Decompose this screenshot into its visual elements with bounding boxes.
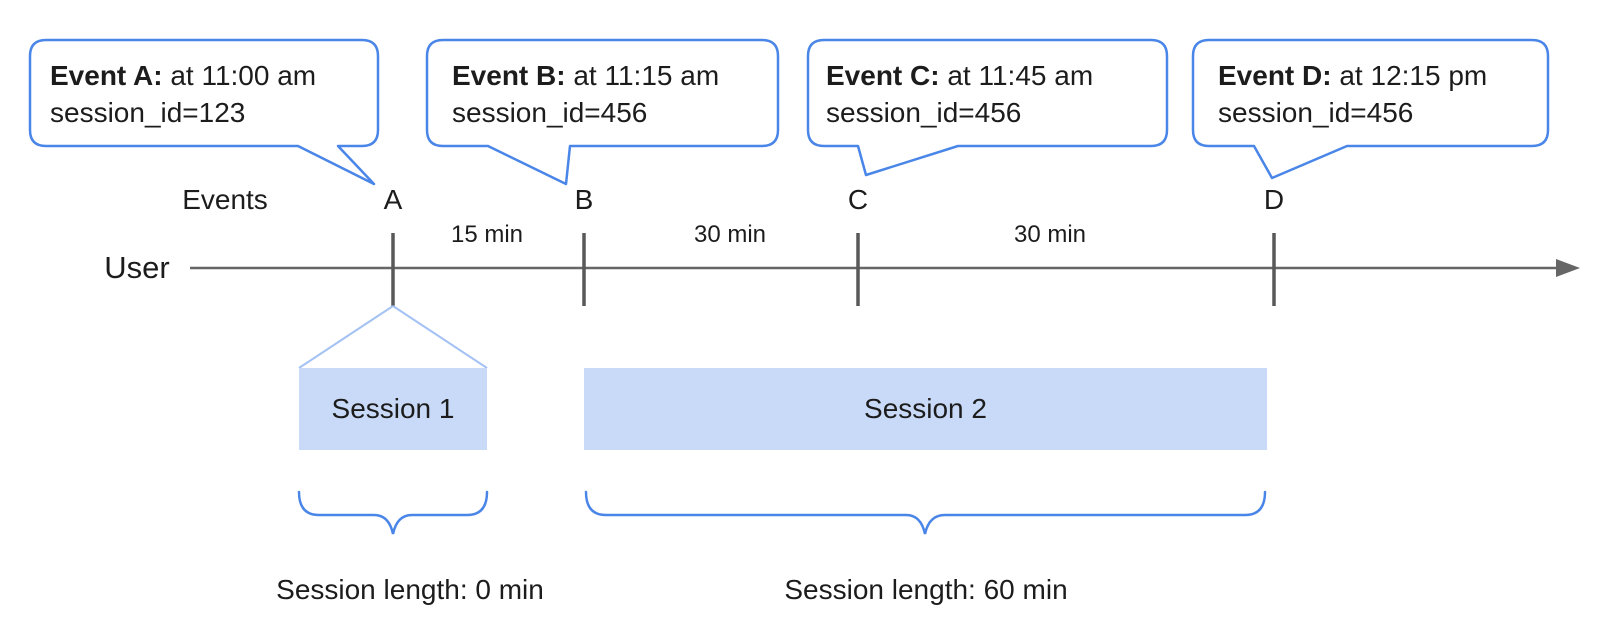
event-c-session-id: session_id=456 <box>826 97 1022 128</box>
session-2-brace <box>584 490 1267 535</box>
event-letter-d: D <box>1263 184 1285 215</box>
session-1-brace <box>297 490 489 535</box>
event-letter-a: A <box>383 184 403 215</box>
event-a-session-id: session_id=123 <box>50 97 246 128</box>
session-1-funnel-left-line <box>298 305 394 369</box>
event-d-title: Event D: <box>1218 60 1332 91</box>
event-a-callout-text: Event A: at 11:00 am session_id=123 <box>50 57 316 131</box>
session-2-length-label: Session length: 60 min <box>784 574 1068 605</box>
session-1-label: Session 1 <box>331 393 455 424</box>
event-a-time: at 11:00 am <box>170 60 317 91</box>
event-letter-c: C <box>847 184 869 215</box>
event-a-callout-bubble <box>28 38 380 186</box>
event-b-callout-line1: Event B: at 11:15 am <box>452 57 719 94</box>
event-a-callout-line1: Event A: at 11:00 am <box>50 57 316 94</box>
event-c-callout-bubble <box>806 38 1169 177</box>
event-b-callout-text: Event B: at 11:15 am session_id=456 <box>452 57 719 131</box>
event-d-callout-text: Event D: at 12:15 pm session_id=456 <box>1218 57 1487 131</box>
event-c-callout-line1: Event C: at 11:45 am <box>826 57 1093 94</box>
session-2-label: Session 2 <box>864 393 987 424</box>
event-b-title: Event B: <box>452 60 566 91</box>
session-1-box: Session 1 <box>299 368 487 450</box>
event-d-session-id: session_id=456 <box>1218 97 1414 128</box>
session-1-funnel-right-line <box>392 305 488 369</box>
event-a-title: Event A: <box>50 60 163 91</box>
event-c-callout-text: Event C: at 11:45 am session_id=456 <box>826 57 1093 131</box>
session-1-length-label: Session length: 0 min <box>276 574 544 605</box>
event-d-time: at 12:15 pm <box>1339 60 1488 91</box>
arrow-right-icon <box>1556 259 1580 277</box>
interval-b-c-label: 30 min <box>693 221 767 248</box>
session-2-box: Session 2 <box>584 368 1267 450</box>
event-c-time: at 11:45 am <box>947 60 1094 91</box>
event-b-callout-bubble <box>425 38 780 186</box>
interval-c-d-label: 30 min <box>1013 221 1087 248</box>
event-b-time: at 11:15 am <box>573 60 720 91</box>
event-b-session-id: session_id=456 <box>452 97 648 128</box>
event-d-callout-bubble <box>1191 38 1550 180</box>
event-letter-b: B <box>574 184 594 215</box>
interval-a-b-label: 15 min <box>450 221 524 248</box>
event-c-title: Event C: <box>826 60 940 91</box>
user-axis-label: User <box>104 250 170 285</box>
events-row-label: Events <box>182 184 268 215</box>
event-d-callout-line1: Event D: at 12:15 pm <box>1218 57 1487 94</box>
